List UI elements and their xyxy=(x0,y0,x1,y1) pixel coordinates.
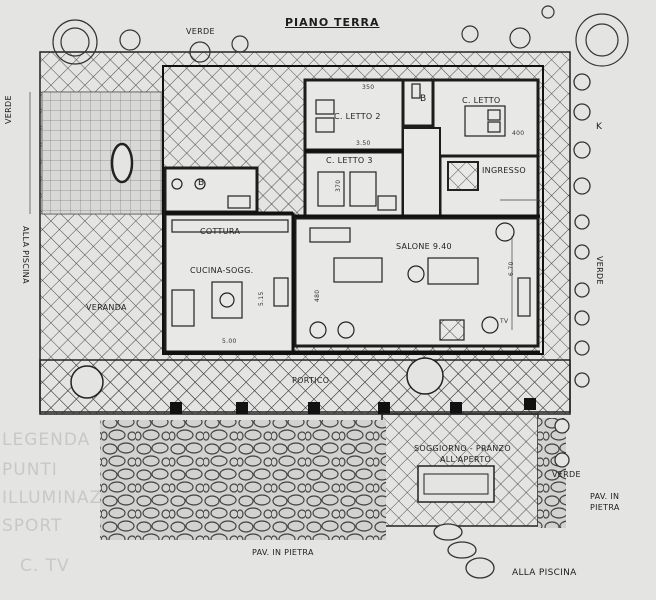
room-label-bedroom1: C. LETTO xyxy=(462,96,501,105)
room-label-veranda: VERANDA xyxy=(86,303,127,312)
room-label-ingresso: INGRESSO xyxy=(482,166,527,175)
dimension-670: 6.70 xyxy=(508,261,515,276)
margin-note-1: LEGENDA xyxy=(2,430,91,450)
dimension-500: 5.00 xyxy=(222,338,237,345)
room-label-soggiorno-2: ALL'APERTO xyxy=(440,455,492,464)
room-label-cucina: CUCINA-SOGG. xyxy=(190,266,254,275)
shrubs xyxy=(52,5,629,67)
portico-strip xyxy=(39,359,571,413)
label-pav-pietra-right-2: PIETRA xyxy=(590,503,620,512)
house-outline xyxy=(162,65,544,355)
margin-note-2: PUNTI xyxy=(2,460,58,480)
interior-walls xyxy=(165,149,540,354)
right-trees xyxy=(554,73,591,468)
room-label-bedroom2: C. LETTO 2 xyxy=(334,112,381,121)
label-verde-top: VERDE xyxy=(186,27,215,36)
room-label-cottura: COTTURA xyxy=(200,227,241,236)
outdoor-table-top xyxy=(423,473,489,495)
room-label-bath2: B xyxy=(198,178,205,188)
room-label-bath1: B xyxy=(420,94,427,104)
stone-paving-right xyxy=(538,418,566,528)
dimension-400: 400 xyxy=(512,130,525,137)
label-verde-right: VERDE xyxy=(595,256,604,285)
room-label-soggiorno-1: SOGGIORNO - PRANZO xyxy=(414,444,511,453)
furniture xyxy=(171,83,531,341)
outdoor-table xyxy=(417,465,495,503)
dimension-515: 5.15 xyxy=(258,291,265,306)
label-alla-piscina-bottom: ALLA PISCINA xyxy=(512,568,577,578)
round-tables xyxy=(70,357,444,399)
hallway xyxy=(402,127,441,217)
stone-paving xyxy=(100,420,386,540)
dimension-350b: 3.50 xyxy=(356,140,371,147)
margin-note-3: ILLUMINAZ xyxy=(2,488,103,508)
margin-note-4: SPORT xyxy=(2,516,63,536)
plan-title: PIANO TERRA xyxy=(285,16,380,29)
label-verde-bottom: VERDE xyxy=(552,470,581,479)
label-alla-piscina-left: ALLA PISCINA xyxy=(21,226,30,284)
dimension-lines xyxy=(29,92,540,330)
label-k-mark: K xyxy=(596,122,603,132)
left-garden-grid-top xyxy=(41,91,163,215)
dimension-370: 370 xyxy=(335,179,342,192)
label-pav-pietra-bottom: PAV. IN PIETRA xyxy=(252,548,314,557)
label-pav-pietra-right-1: PAV. IN xyxy=(590,492,620,501)
label-verde-left: VERDE xyxy=(4,95,13,124)
terrace-border xyxy=(39,51,571,415)
tv-label: TV xyxy=(500,318,509,325)
dimension-350: 350 xyxy=(362,84,375,91)
dimension-480: 480 xyxy=(314,289,321,302)
room-label-portico: PORTICO xyxy=(292,376,330,385)
chimney-block xyxy=(447,161,479,191)
room-label-bedroom3: C. LETTO 3 xyxy=(326,156,373,165)
margin-note-5: C. TV xyxy=(20,556,70,576)
portico-pillars xyxy=(170,398,536,414)
room-label-salone: SALONE 9.40 xyxy=(396,242,452,251)
garden-pond-top xyxy=(110,142,134,184)
stepping-stones xyxy=(433,523,495,579)
